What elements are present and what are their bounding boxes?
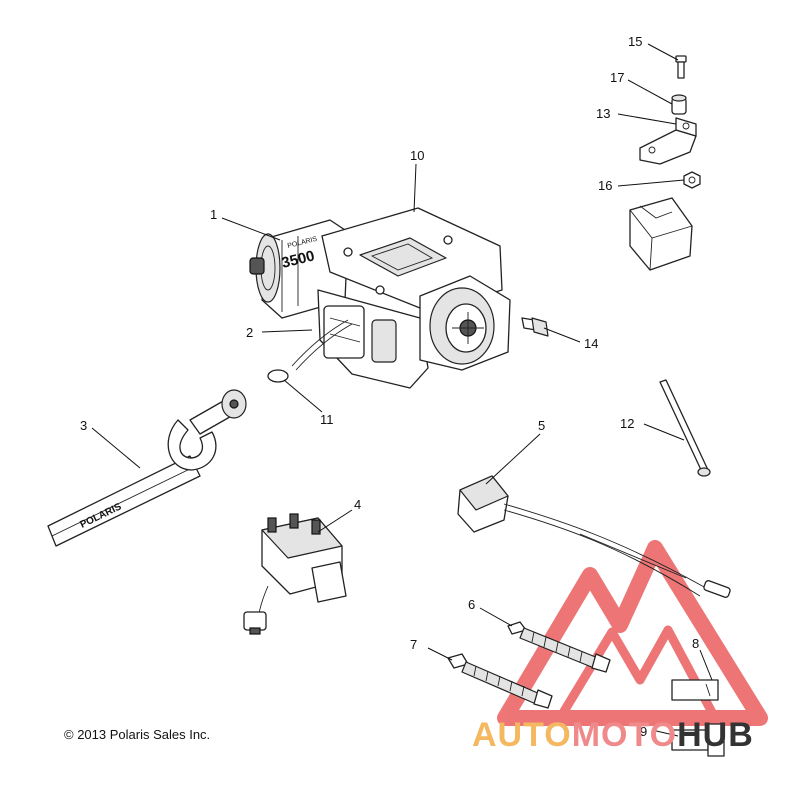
callout-4: 4 (354, 497, 361, 512)
cover-8 (671, 679, 719, 701)
callout-9: 9 (640, 724, 647, 739)
nut-16 (683, 171, 701, 189)
battery-cable-6 (507, 621, 611, 673)
bracket-9 (671, 723, 725, 757)
bolt-14 (521, 317, 549, 337)
callout-10: 10 (410, 148, 424, 163)
mount-bracket-13 (639, 117, 697, 165)
watermark-part-moto: MOTO (571, 716, 678, 754)
leader-lines (91, 43, 713, 737)
spacer-17 (671, 94, 687, 115)
watermark-triangle-logo (497, 540, 768, 726)
parts-package (629, 197, 693, 271)
callout-8: 8 (692, 636, 699, 651)
watermark-text: AUTOMOTOHUB (472, 716, 754, 755)
callout-1: 1 (210, 207, 217, 222)
callout-12: 12 (620, 416, 634, 431)
copyright-notice: © 2013 Polaris Sales Inc. (64, 727, 211, 742)
rod-12 (659, 379, 711, 477)
screw-15 (675, 55, 687, 79)
control-switch-harness (457, 475, 731, 598)
callout-15: 15 (628, 34, 642, 49)
watermark-part-hub: HUB (677, 716, 754, 754)
battery-cable-7 (447, 653, 553, 709)
callout-7: 7 (410, 637, 417, 652)
callout-11: 11 (320, 412, 334, 427)
callout-17: 17 (610, 70, 624, 85)
callout-numbers: 1 2 3 4 5 6 7 8 9 10 11 12 13 14 15 16 1… (80, 34, 699, 739)
callout-16: 16 (598, 178, 612, 193)
callout-13: 13 (596, 106, 610, 121)
contactor-solenoid (243, 513, 347, 635)
callout-5: 5 (538, 418, 545, 433)
callout-3: 3 (80, 418, 87, 433)
callout-2: 2 (246, 325, 253, 340)
strap-with-hook: POLARIS (47, 389, 247, 547)
winch-assembly: POLARIS 3500 (249, 207, 511, 389)
callout-6: 6 (468, 597, 475, 612)
callout-14: 14 (584, 336, 598, 351)
watermark-part-auto: AUTO (472, 716, 572, 754)
